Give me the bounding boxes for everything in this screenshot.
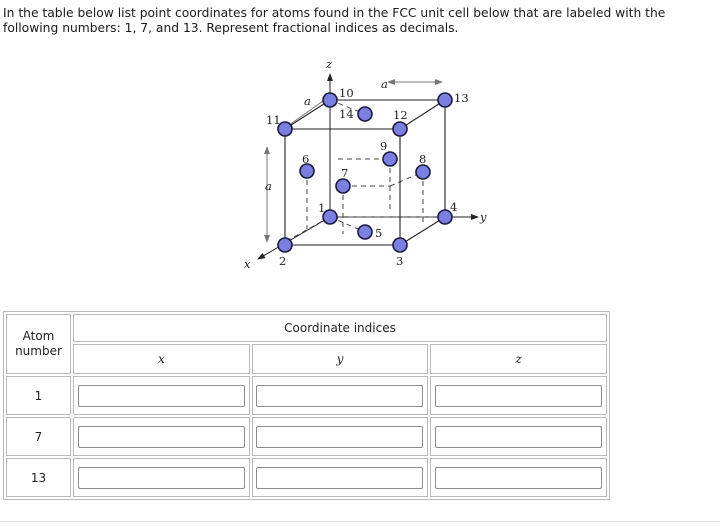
table-row: 7 (6, 417, 607, 456)
a-label-top: a (381, 77, 388, 91)
svg-text:13: 13 (454, 91, 469, 105)
z-column-header: z (430, 344, 607, 374)
z-input-cell (430, 458, 607, 497)
svg-text:1: 1 (318, 201, 325, 215)
z-input-cell (430, 417, 607, 456)
svg-text:5: 5 (375, 226, 382, 240)
fcc-unit-cell-figure: z y x a a a (240, 52, 500, 274)
atom-1-y-input[interactable] (256, 384, 424, 407)
y-input-cell (251, 417, 429, 456)
y-axis-label: y (479, 210, 487, 224)
atom-7-x-input[interactable] (77, 425, 245, 448)
atom-7-z-input[interactable] (435, 425, 603, 448)
table-axis-row: x y z (6, 344, 607, 374)
svg-text:11: 11 (266, 113, 281, 127)
svg-text:9: 9 (380, 139, 387, 153)
atom-9: 9 (380, 139, 398, 167)
atom-14: 14 (339, 106, 373, 122)
x-input-cell (73, 417, 250, 456)
atom-1: 1 (318, 201, 338, 225)
atom-6: 6 (299, 152, 315, 179)
atom-13-y-input[interactable] (256, 466, 424, 489)
svg-text:4: 4 (450, 200, 457, 214)
svg-text:7: 7 (341, 166, 348, 180)
svg-text:6: 6 (302, 152, 309, 166)
x-axis-label: x (244, 257, 251, 271)
atom-2: 2 (277, 237, 293, 268)
x-input-cell (73, 376, 250, 415)
svg-text:2: 2 (279, 254, 286, 268)
page-divider (0, 521, 720, 522)
x-input-cell (73, 458, 250, 497)
question-text: In the table below list point coordinate… (3, 6, 666, 35)
atom-11: 11 (266, 113, 293, 137)
atom-12: 12 (392, 108, 408, 137)
atom-number-cell: 1 (6, 376, 71, 415)
atom-10: 10 (322, 86, 354, 108)
svg-text:10: 10 (339, 86, 354, 100)
svg-text:8: 8 (419, 152, 426, 166)
a-label-side: a (265, 179, 272, 193)
coordinate-table: Atom number Coordinate indices x y z 1 7… (3, 311, 610, 500)
atom-1-z-input[interactable] (435, 384, 603, 407)
atom-13: 13 (437, 91, 469, 108)
coordinate-indices-header: Coordinate indices (73, 314, 607, 343)
atom-1-x-input[interactable] (77, 384, 245, 407)
y-column-header: y (251, 344, 429, 374)
z-input-cell (430, 376, 607, 415)
table-header-row: Atom number Coordinate indices (6, 314, 607, 374)
table-row: 13 (6, 458, 607, 497)
table-row: 1 (6, 376, 607, 415)
atom-number-cell: 13 (6, 458, 71, 497)
atom-13-z-input[interactable] (435, 466, 603, 489)
atom-number-header: Atom number (6, 314, 71, 374)
atom-number-cell: 7 (6, 417, 71, 456)
svg-text:3: 3 (396, 254, 403, 268)
x-column-header: x (73, 344, 250, 374)
y-input-cell (251, 376, 429, 415)
atom-7-y-input[interactable] (256, 425, 424, 448)
svg-text:12: 12 (393, 108, 408, 122)
atom-4: 4 (437, 200, 457, 225)
atoms: 1 2 3 4 5 6 7 8 9 10 11 12 13 14 (266, 86, 469, 268)
cube-edges (284, 99, 446, 246)
atom-3: 3 (392, 237, 408, 268)
atom-5: 5 (357, 224, 382, 240)
a-label-back: a (304, 94, 311, 108)
y-input-cell (251, 458, 429, 497)
atom-7: 7 (335, 166, 351, 194)
svg-text:14: 14 (339, 107, 354, 121)
atom-8: 8 (415, 152, 431, 180)
z-axis-label: z (325, 57, 333, 71)
atom-13-x-input[interactable] (77, 466, 245, 489)
